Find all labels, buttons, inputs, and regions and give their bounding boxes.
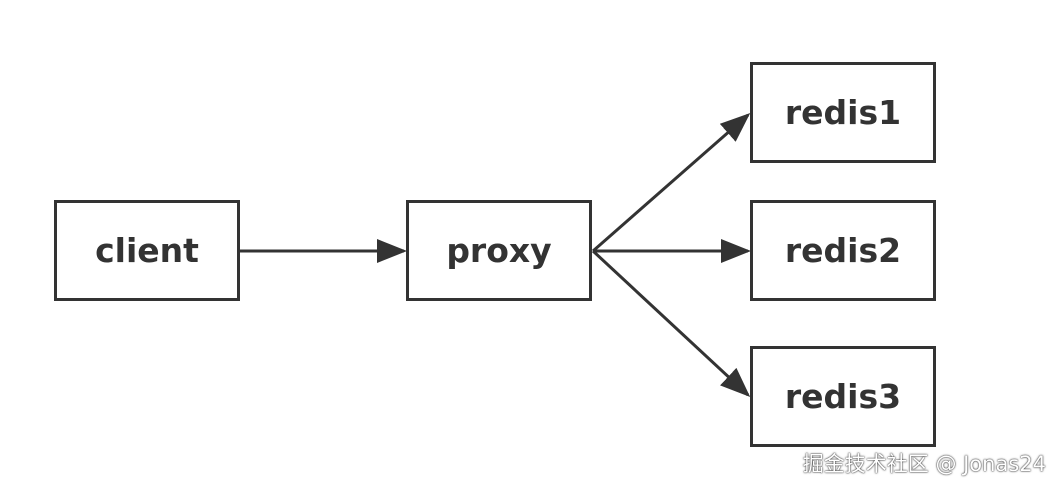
edge-proxy-redis3 — [591, 249, 751, 398]
watermark: 掘金技术社区 @ Jonas24 — [802, 452, 1046, 476]
node-redis1-label: redis1 — [784, 93, 902, 132]
node-redis3-label: redis3 — [784, 377, 902, 416]
node-proxy: proxy — [406, 200, 592, 301]
node-client: client — [54, 200, 240, 301]
node-client-label: client — [95, 231, 199, 270]
edge-proxy-redis1 — [592, 113, 751, 253]
node-redis3: redis3 — [750, 346, 936, 447]
node-proxy-label: proxy — [446, 231, 552, 270]
node-redis1: redis1 — [750, 62, 936, 163]
node-redis2: redis2 — [750, 200, 936, 301]
node-redis2-label: redis2 — [784, 231, 902, 270]
